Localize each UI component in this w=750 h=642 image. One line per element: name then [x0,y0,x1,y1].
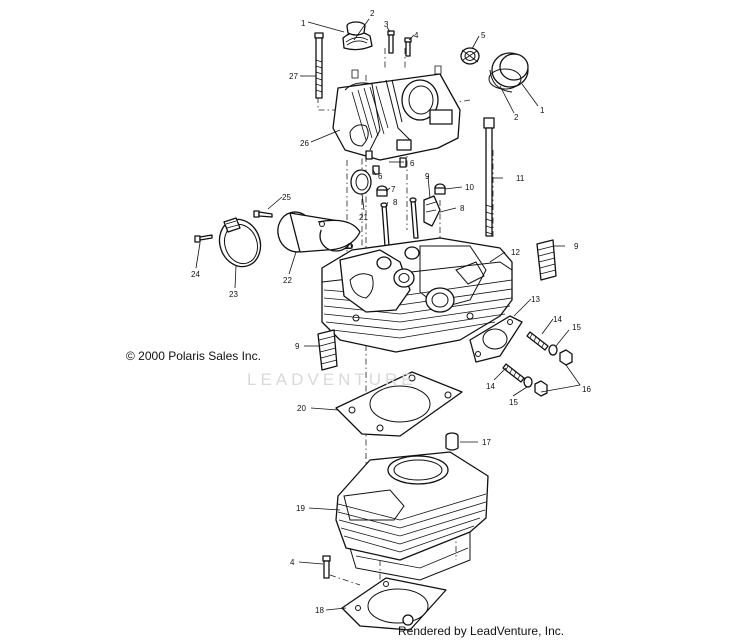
watermark: LEADVENTURE [247,370,417,389]
callout-11: 11 [516,174,525,183]
plug-cap-1-top [342,21,373,51]
callout-26: 26 [300,139,309,148]
callout-15-bottom: 15 [509,398,518,407]
callout-9-right: 9 [574,242,579,251]
callout-4-bottom: 4 [290,558,295,567]
screw-24 [194,234,213,243]
callout-14-bottom: 14 [486,382,495,391]
head-gasket-20 [335,371,463,437]
dowel-17 [445,432,459,451]
callout-22: 22 [283,276,292,285]
callout-13: 13 [531,295,540,304]
callout-19: 19 [296,504,305,513]
rocker-cover-26 [332,65,461,161]
callout-9-left: 9 [295,342,300,351]
callout-10: 10 [465,183,474,192]
callout-7: 7 [391,185,396,194]
callout-15-top: 15 [572,323,581,332]
callout-3: 3 [384,20,389,29]
callout-9-top: 9 [425,172,430,181]
cylinder-19 [335,451,489,581]
leader-lines [195,18,570,611]
callout-6-right: 6 [410,159,415,168]
callout-14-top: 14 [553,315,562,324]
exhaust-studs-14 [502,331,549,383]
bolt-4-lower [322,555,331,579]
callout-16: 16 [582,385,591,394]
intake-boot-22 [277,211,361,253]
valve-cover-cap-5 [460,47,480,65]
stud-11 [483,117,495,237]
valve-cover-1-2 [488,52,529,93]
adjusters-7-10 [376,183,446,197]
callout-21: 21 [359,213,368,222]
callout-numbers: 1 2 3 4 5 27 2 1 26 6 6 7 9 10 11 8 8 21… [191,9,591,615]
callout-5: 5 [481,31,486,40]
callout-12: 12 [511,248,520,257]
hose-clamp-23 [218,217,262,268]
exhaust-gasket-13 [469,315,523,363]
nuts-16 [534,349,581,397]
tappet-block-9 [423,195,441,227]
callout-8-left: 8 [393,198,398,207]
callout-4-top: 4 [414,31,419,40]
callout-25: 25 [282,193,291,202]
base-gasket-18 [341,577,447,631]
bolts-3-4 [387,30,412,57]
callout-23: 23 [229,290,238,299]
pushrods-8 [380,197,419,247]
callout-2-top: 2 [370,9,375,18]
callout-8-right: 8 [460,204,465,213]
callout-20: 20 [297,404,306,413]
callout-1-right: 1 [540,106,545,115]
washers-15 [523,344,558,388]
copyright-text: © 2000 Polaris Sales Inc. [126,349,261,363]
callout-17: 17 [482,438,491,447]
callout-2-right: 2 [514,113,519,122]
rendered-by-text: Rendered by LeadVenture, Inc. [398,624,565,638]
bolt-25 [253,210,273,218]
callout-27: 27 [289,72,298,81]
callout-1-top: 1 [301,19,306,28]
callout-18: 18 [315,606,324,615]
tappet-block-9-left [317,329,338,371]
callout-6-left: 6 [378,172,383,181]
long-bolt-27 [314,32,324,99]
tappet-block-9-right [536,239,557,281]
cylinder-head-12 [321,237,513,353]
plug-21 [350,169,372,195]
callout-24: 24 [191,270,200,279]
